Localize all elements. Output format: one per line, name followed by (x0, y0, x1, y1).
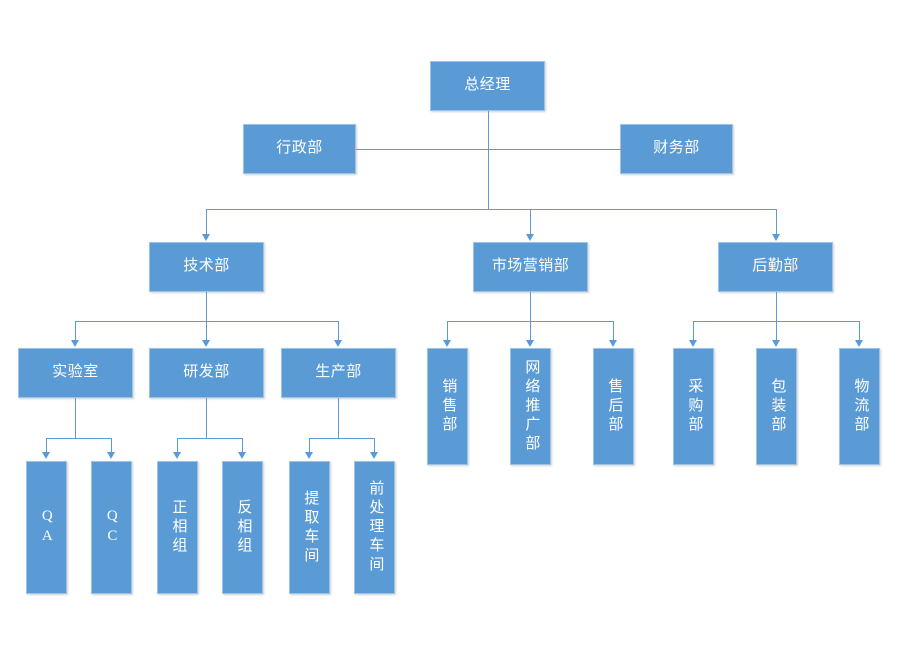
connector-drop-lab (75, 321, 76, 342)
connector-drop-purchasing (693, 321, 694, 342)
connector-lab-bus (46, 438, 111, 439)
arrow-extraction (305, 452, 313, 459)
arrow-qc (107, 452, 115, 459)
node-normal-phase-label: 正相组 (170, 499, 187, 556)
node-sales[interactable]: 销售部 (427, 348, 468, 465)
arrow-qa (42, 452, 50, 459)
node-finance-label: 财务部 (653, 140, 700, 157)
connector-production-stem (338, 398, 339, 438)
node-tech-label: 技术部 (183, 258, 230, 275)
connector-drop-shipping (859, 321, 860, 342)
connector-rd-bus (177, 438, 242, 439)
node-extraction-workshop[interactable]: 提取车间 (289, 461, 330, 594)
arrow-online-promo (526, 340, 534, 347)
connector-lab-stem (75, 398, 76, 438)
node-marketing-label: 市场营销部 (491, 258, 570, 275)
arrow-shipping (855, 340, 863, 347)
node-admin[interactable]: 行政部 (243, 124, 356, 174)
connector-drop-after-sales (613, 321, 614, 342)
connector-admin-to-spine (356, 149, 489, 150)
node-qc[interactable]: QC (91, 461, 132, 594)
node-packaging[interactable]: 包装部 (756, 348, 797, 465)
arrow-reverse-phase (238, 452, 246, 459)
node-qa[interactable]: QA (26, 461, 67, 594)
arrow-production (334, 340, 342, 347)
node-purchasing[interactable]: 采购部 (673, 348, 714, 465)
node-tech[interactable]: 技术部 (149, 242, 264, 292)
node-after-sales-label: 售后部 (606, 378, 623, 435)
node-ceo[interactable]: 总经理 (430, 61, 545, 111)
node-lab-label: 实验室 (52, 364, 99, 381)
node-qc-label: QC (104, 507, 121, 548)
node-admin-label: 行政部 (276, 140, 323, 157)
node-shipping[interactable]: 物流部 (839, 348, 880, 465)
node-normal-phase[interactable]: 正相组 (157, 461, 198, 594)
arrow-tech (202, 234, 210, 241)
connector-drop-rd (206, 321, 207, 342)
arrow-sales (443, 340, 451, 347)
node-marketing[interactable]: 市场营销部 (473, 242, 588, 292)
node-pretreatment-workshop[interactable]: 前处理车间 (354, 461, 395, 594)
connector-drop-qa (46, 438, 47, 454)
connector-drop-extraction (309, 438, 310, 454)
node-logistics-label: 后勤部 (752, 258, 799, 275)
node-extraction-workshop-label: 提取车间 (302, 489, 319, 566)
node-packaging-label: 包装部 (769, 378, 786, 435)
arrow-purchasing (689, 340, 697, 347)
node-purchasing-label: 采购部 (686, 378, 703, 435)
node-logistics[interactable]: 后勤部 (718, 242, 833, 292)
node-shipping-label: 物流部 (852, 378, 869, 435)
arrow-marketing (526, 234, 534, 241)
node-after-sales[interactable]: 售后部 (593, 348, 634, 465)
arrow-logistics (772, 234, 780, 241)
connector-finance-to-spine (488, 149, 621, 150)
connector-drop-pretreatment (374, 438, 375, 454)
connector-tech-stem (206, 292, 207, 321)
arrow-pretreatment (370, 452, 378, 459)
connector-ceo-spine (488, 111, 489, 209)
node-rd-label: 研发部 (183, 364, 230, 381)
connector-marketing-stem (530, 292, 531, 321)
arrow-normal-phase (173, 452, 181, 459)
node-ceo-label: 总经理 (464, 77, 511, 94)
node-online-promo[interactable]: 网络推广部 (510, 348, 551, 465)
connector-drop-normal-phase (177, 438, 178, 454)
connector-drop-qc (111, 438, 112, 454)
node-finance[interactable]: 财务部 (620, 124, 733, 174)
node-online-promo-label: 网络推广部 (523, 359, 540, 454)
connector-logistics-stem (776, 292, 777, 321)
connector-drop-online-promo (530, 321, 531, 342)
connector-division-bus (206, 209, 777, 210)
node-lab[interactable]: 实验室 (18, 348, 133, 398)
connector-production-bus (309, 438, 374, 439)
connector-drop-packaging (776, 321, 777, 342)
node-qa-label: QA (39, 507, 56, 548)
node-rd[interactable]: 研发部 (149, 348, 264, 398)
node-reverse-phase-label: 反相组 (235, 499, 252, 556)
arrow-after-sales (609, 340, 617, 347)
connector-rd-stem (206, 398, 207, 438)
node-sales-label: 销售部 (440, 378, 457, 435)
node-production[interactable]: 生产部 (281, 348, 396, 398)
connector-drop-tech (206, 209, 207, 236)
connector-drop-sales (447, 321, 448, 342)
connector-drop-reverse-phase (242, 438, 243, 454)
connector-drop-production (338, 321, 339, 342)
connector-drop-logistics (776, 209, 777, 236)
node-production-label: 生产部 (315, 364, 362, 381)
node-pretreatment-workshop-label: 前处理车间 (367, 480, 384, 575)
arrow-packaging (772, 340, 780, 347)
arrow-rd (202, 340, 210, 347)
arrow-lab (71, 340, 79, 347)
connector-drop-marketing (530, 209, 531, 236)
node-reverse-phase[interactable]: 反相组 (222, 461, 263, 594)
